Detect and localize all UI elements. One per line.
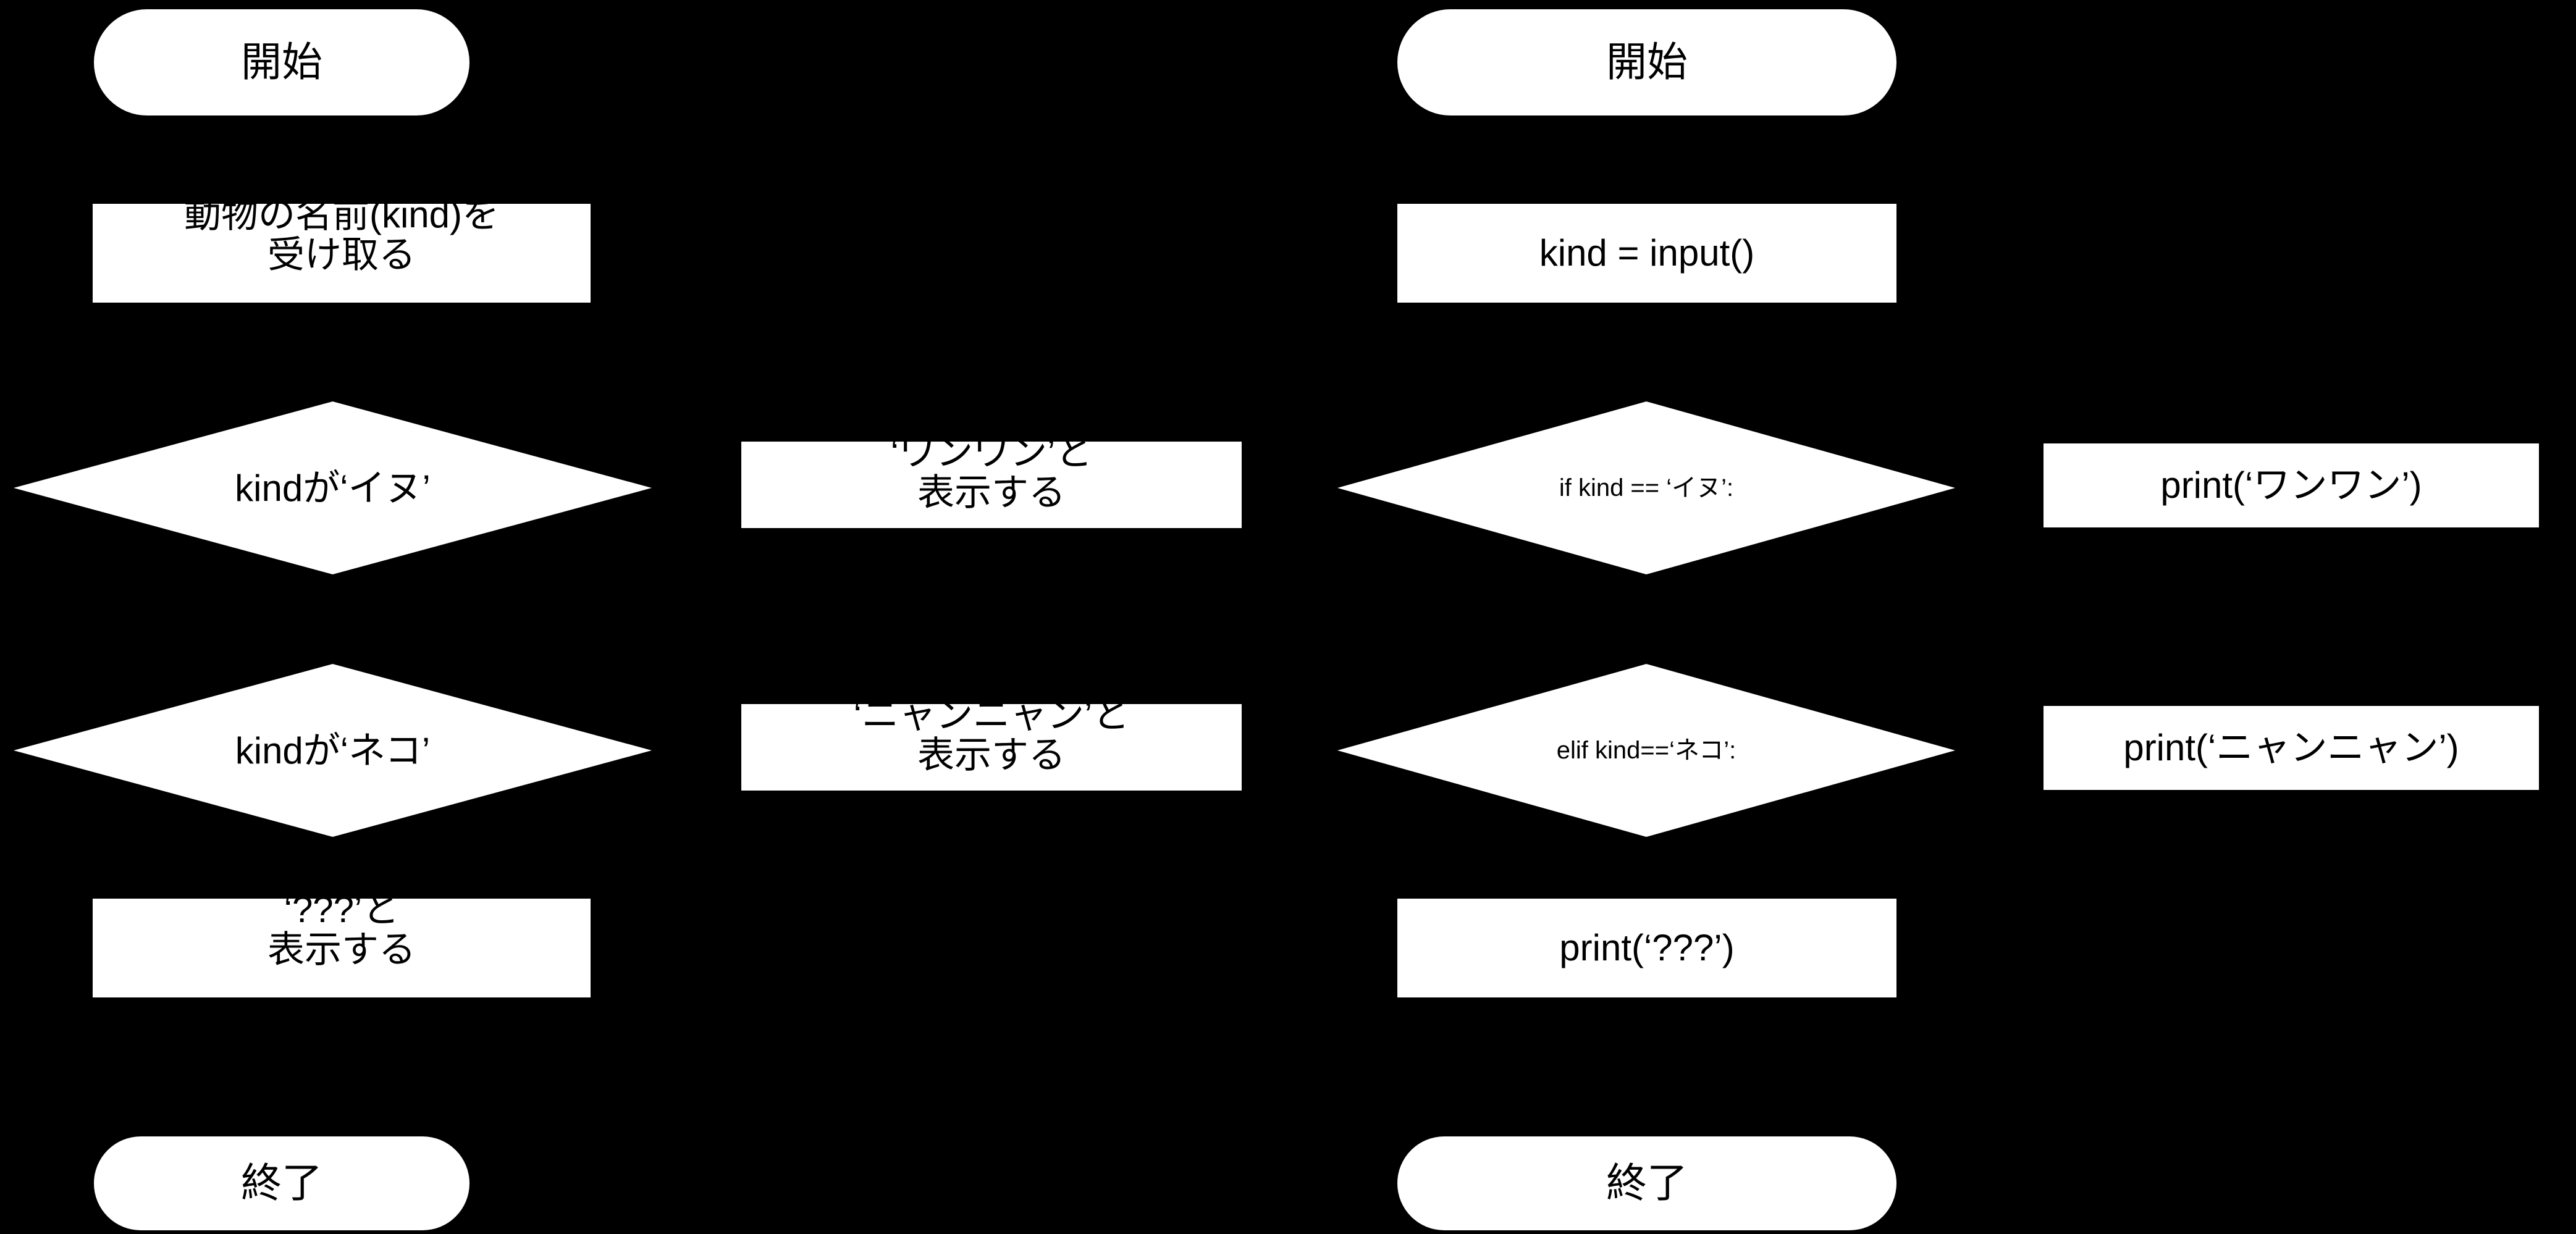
process-box-print-wanwan[interactable]: print(‘ワンワン’) [2044,443,2539,527]
decision-diamond-kind-is-dog[interactable]: kindが‘イヌ’ [14,401,652,574]
start-terminator-left-label: 開始 [241,39,322,85]
process-box-say-wanwan-label: ‘ワンワン’と 表示する [890,432,1093,513]
end-terminator-right-label: 終了 [1606,1160,1688,1206]
process-box-print-unknown-japanese[interactable]: ‘???’と 表示する [93,889,591,997]
process-box-receive-animal-name[interactable]: 動物の名前(kind)を 受け取る [93,195,591,303]
process-box-print-wanwan-label: print(‘ワンワン’) [2160,464,2422,506]
process-box-print-unknown-japanese-label: ‘???’と 表示する [267,889,416,970]
process-box-print-unknown-python-label: print(‘???’) [1559,926,1735,968]
decision-diamond-if-kind-dog[interactable]: if kind == ‘イヌ’: [1337,401,1955,574]
process-box-kind-input[interactable]: kind = input() [1397,204,1896,303]
process-box-receive-animal-name-label: 動物の名前(kind)を 受け取る [183,194,500,275]
decision-diamond-if-kind-dog-label: if kind == ‘イヌ’: [1559,474,1734,502]
end-terminator-left-label: 終了 [241,1160,322,1206]
decision-diamond-kind-is-dog-label: kindが‘イヌ’ [235,467,431,509]
process-box-print-unknown-python[interactable]: print(‘???’) [1397,899,1896,997]
process-box-say-nyannyan[interactable]: ‘ニャンニャン’と 表示する [741,695,1242,791]
process-box-print-nyannyan-label: print(‘ニャンニャン’) [2123,726,2459,768]
end-terminator-right[interactable]: 終了 [1397,1136,1896,1230]
process-box-kind-input-label: kind = input() [1539,232,1755,274]
start-terminator-left[interactable]: 開始 [94,9,469,115]
process-box-say-wanwan[interactable]: ‘ワンワン’と 表示する [741,432,1242,528]
decision-diamond-elif-kind-cat-label: elif kind==‘ネコ’: [1556,737,1736,764]
process-box-say-nyannyan-label: ‘ニャンニャン’と 表示する [853,694,1130,776]
decision-diamond-elif-kind-cat[interactable]: elif kind==‘ネコ’: [1337,664,1955,837]
process-box-print-nyannyan[interactable]: print(‘ニャンニャン’) [2044,706,2539,790]
decision-diamond-kind-is-cat[interactable]: kindが‘ネコ’ [14,664,652,837]
end-terminator-left[interactable]: 終了 [94,1136,469,1230]
start-terminator-right-label: 開始 [1606,39,1688,85]
decision-diamond-kind-is-cat-label: kindが‘ネコ’ [235,729,431,771]
start-terminator-right[interactable]: 開始 [1397,9,1896,115]
